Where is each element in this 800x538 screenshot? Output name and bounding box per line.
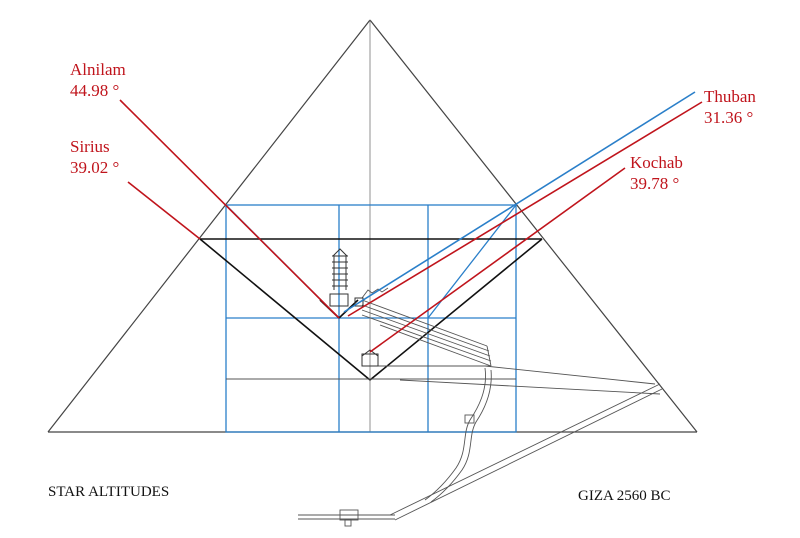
star-label-thuban-name: Thuban — [704, 87, 756, 106]
star-label-alnilam-altitude: 44.98 ° — [70, 81, 120, 100]
queens-chamber-gable — [361, 349, 379, 357]
pyramid-right-edge — [369, 19, 698, 433]
star-lines — [119, 91, 703, 353]
sirius-line — [127, 181, 201, 240]
v-right-arm — [369, 238, 543, 381]
grand-gallery-line — [361, 314, 492, 362]
well-shaft — [430, 369, 492, 503]
thuban-shaft-line — [347, 101, 703, 317]
star-label-alnilam-name: Alnilam — [70, 60, 126, 79]
grand-gallery-line — [361, 309, 491, 357]
kings-chamber — [329, 293, 349, 307]
grand-gallery-line — [361, 304, 490, 352]
descending-passage — [394, 388, 663, 521]
star-label-sirius-name: Sirius — [70, 137, 110, 156]
queens-chamber — [361, 353, 379, 367]
subterranean-pit — [344, 519, 352, 527]
antechamber — [354, 297, 364, 307]
relieving-gable — [332, 248, 348, 257]
pyramid-left-edge — [47, 19, 371, 433]
internal-passages — [226, 287, 663, 527]
star-label-kochab-name: Kochab — [630, 153, 683, 172]
pyramid-outline — [47, 19, 698, 433]
star-label-thuban-altitude: 31.36 ° — [704, 108, 754, 127]
descending-passage — [484, 365, 656, 385]
star-label-kochab-altitude: 39.78 ° — [630, 174, 680, 193]
v-left-arm — [199, 238, 371, 381]
thuban-line — [343, 91, 696, 313]
alnilam-line — [119, 99, 340, 319]
grand-gallery-line — [361, 299, 488, 347]
descending-passage — [389, 383, 661, 516]
kochab-line — [369, 167, 626, 353]
grand-gallery-roof-steps — [361, 287, 389, 299]
star-label-sirius-altitude: 39.02 ° — [70, 158, 120, 177]
well-grotto — [464, 414, 475, 424]
well-shaft — [424, 367, 486, 501]
descending-passage — [399, 379, 661, 395]
relieving-chambers — [329, 248, 379, 367]
construction-lines — [199, 238, 543, 381]
grand-gallery-end — [486, 345, 492, 367]
caption-giza-date: GIZA 2560 BC — [578, 488, 671, 504]
caption-star-altitudes: STAR ALTITUDES — [48, 484, 170, 500]
